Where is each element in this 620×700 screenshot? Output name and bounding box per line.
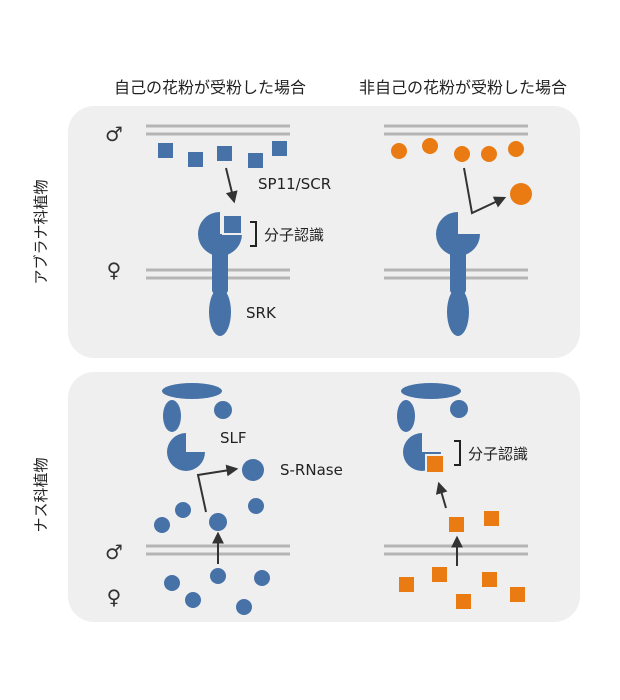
recognition-arrow-nonself [435,481,448,509]
sp11-scr-label: SP11/SCR [258,175,331,193]
recognition-bracket [250,221,257,247]
solanaceae-side-label: ナス科植物 [32,457,50,532]
slf-label: SLF [220,429,247,447]
pollen-membrane-right [384,124,528,136]
brassica-side-label: アブラナ科植物 [32,179,50,284]
s-rnase-detox-arrow [196,464,239,513]
header-self-pollination: 自己の花粉が受粉した場合 [114,78,306,97]
ligand-binding-arrow [225,167,238,204]
pollen-membrane-left [146,124,290,136]
srk-receptor-nonself [436,212,480,336]
female-symbol: ♀ [107,585,122,609]
s-rnase-nonself [399,511,525,609]
recognition-bracket [454,440,461,466]
bound-ligand [222,214,243,235]
female-symbol: ♀ [107,258,122,282]
no-binding-arrow [463,167,507,215]
solanaceae-panel [68,372,580,622]
s-rnase-label: S-RNase [280,461,343,479]
s-rnase-self [154,459,270,615]
solanaceae-recognition-label: 分子認識 [468,445,528,463]
nonself-pollen-ligands [391,138,532,205]
srk-receptor-self [198,212,242,336]
bound-s-rnase [425,454,445,474]
male-symbol: ♂ [105,540,123,564]
srk-label: SRK [246,304,277,322]
slf-complex-self [162,383,232,471]
sp11-scr-ligands [158,141,287,168]
male-symbol: ♂ [105,122,123,146]
header-nonself-pollination: 非自己の花粉が受粉した場合 [359,78,567,97]
brassica-recognition-label: 分子認識 [264,226,324,244]
